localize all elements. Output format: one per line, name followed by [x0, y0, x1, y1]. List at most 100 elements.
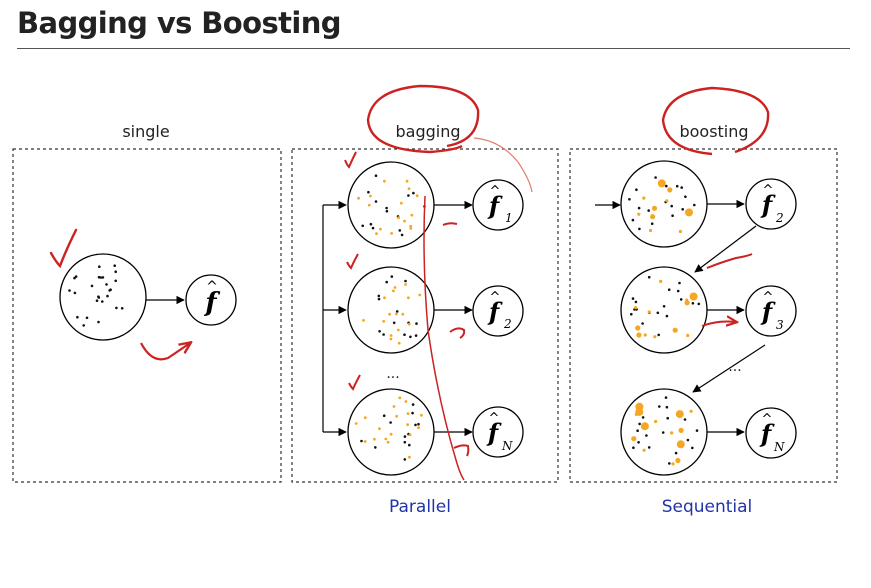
sample-point: [671, 214, 674, 217]
weighted-sample-point: [678, 427, 684, 433]
weighted-sample-point: [383, 179, 386, 183]
sample-point: [638, 227, 641, 231]
weighted-sample-point: [678, 229, 683, 234]
sample-point: [632, 446, 635, 450]
sample-point: [68, 289, 71, 292]
sample-point: [385, 280, 389, 284]
sample-point: [101, 276, 105, 279]
sample-point: [666, 416, 669, 420]
sample-point: [414, 423, 417, 427]
sample-point: [695, 429, 699, 432]
sample-point: [635, 188, 638, 191]
weighted-sample-point: [395, 312, 398, 316]
sample-point: [120, 307, 124, 310]
weighted-sample-point: [689, 409, 693, 413]
title-underline: [17, 48, 850, 49]
boosting-weighted-points-3: [631, 396, 699, 466]
weighted-sample-point: [389, 432, 393, 436]
weighted-sample-point: [685, 208, 693, 217]
sample-point: [674, 451, 678, 455]
boosting-model-hat-3: ^: [762, 412, 773, 427]
weighted-sample-point: [406, 423, 409, 426]
sample-point: [385, 209, 389, 213]
weighted-sample-point: [407, 296, 410, 300]
sample-point: [374, 446, 377, 449]
annotation-dash-bag-3: [453, 444, 470, 457]
weighted-sample-point: [643, 333, 647, 337]
weighted-sample-point: [383, 296, 386, 300]
bagging-model-fhat-3: f: [486, 418, 502, 447]
weighted-sample-point: [407, 187, 411, 191]
boosting-model-circle-3: [745, 407, 797, 459]
sample-point: [631, 297, 635, 300]
weighted-sample-point: [393, 286, 397, 289]
sample-point: [385, 206, 388, 210]
weighted-sample-point: [407, 322, 411, 326]
boosting-panel-box: [569, 148, 838, 483]
bagging-model-subscript-3: N: [501, 439, 513, 453]
sample-point: [403, 440, 407, 444]
bagging-label: bagging: [395, 122, 460, 141]
boosting-weighted-points-2: [630, 275, 701, 339]
sample-point: [109, 288, 112, 292]
bagging-data-circle-3: [347, 388, 435, 476]
sample-point: [414, 334, 418, 337]
sample-point: [73, 291, 77, 295]
weighted-sample-point: [388, 312, 391, 316]
sample-point: [390, 275, 394, 278]
weighted-sample-point: [386, 440, 390, 444]
boosting-ellipsis: ...: [728, 359, 741, 375]
sample-point: [97, 320, 100, 324]
sample-point: [638, 422, 641, 426]
weighted-sample-point: [389, 337, 393, 341]
sample-point: [675, 184, 679, 188]
annotation-dash-bag-2: [449, 327, 466, 339]
boosting-label: boosting: [679, 122, 748, 141]
weighted-sample-point: [670, 431, 674, 435]
sample-point: [697, 302, 701, 306]
sample-point: [658, 405, 661, 408]
boosting-model-hat-1: ^: [763, 183, 774, 198]
weighted-sample-point: [642, 196, 646, 200]
weighted-sample-point: [684, 300, 690, 306]
weighted-sample-point: [676, 440, 685, 449]
weighted-sample-point: [399, 201, 403, 205]
sample-point: [82, 324, 85, 327]
weighted-sample-point: [631, 436, 637, 442]
sample-point: [678, 281, 681, 285]
annotation-sweep-bagging: [473, 137, 533, 193]
weighted-sample-point: [637, 212, 641, 216]
weighted-sample-point: [404, 283, 407, 286]
weighted-sample-point: [653, 335, 657, 339]
annotation-check-bag-3: [348, 374, 361, 391]
weighted-sample-point: [675, 410, 684, 419]
sample-point: [411, 403, 415, 406]
sample-point: [382, 333, 385, 336]
sample-point: [113, 264, 116, 268]
sample-point: [409, 335, 412, 339]
sample-point: [85, 316, 89, 320]
boosting-model-fhat-2: f: [760, 297, 776, 326]
sample-point: [657, 333, 660, 337]
sample-point: [90, 284, 94, 288]
sample-point: [681, 208, 684, 211]
sample-point: [377, 294, 381, 298]
sample-point: [398, 229, 402, 232]
weighted-sample-point: [672, 327, 678, 333]
weighted-sample-point: [675, 457, 681, 464]
weighted-sample-point: [647, 310, 651, 314]
bagging-model-hat-2: ^: [490, 290, 501, 305]
weighted-sample-point: [379, 227, 382, 231]
weighted-sample-point: [418, 293, 422, 297]
single-label: single: [122, 122, 169, 141]
sample-point: [389, 421, 392, 424]
weighted-sample-point: [640, 422, 649, 431]
sample-point: [97, 295, 100, 299]
weighted-sample-point: [373, 437, 376, 441]
sample-point: [654, 176, 657, 179]
bagging-sample-points-1: [357, 174, 426, 237]
weighted-sample-point: [378, 427, 381, 431]
sample-point: [645, 434, 648, 437]
weighted-sample-point: [665, 199, 669, 203]
